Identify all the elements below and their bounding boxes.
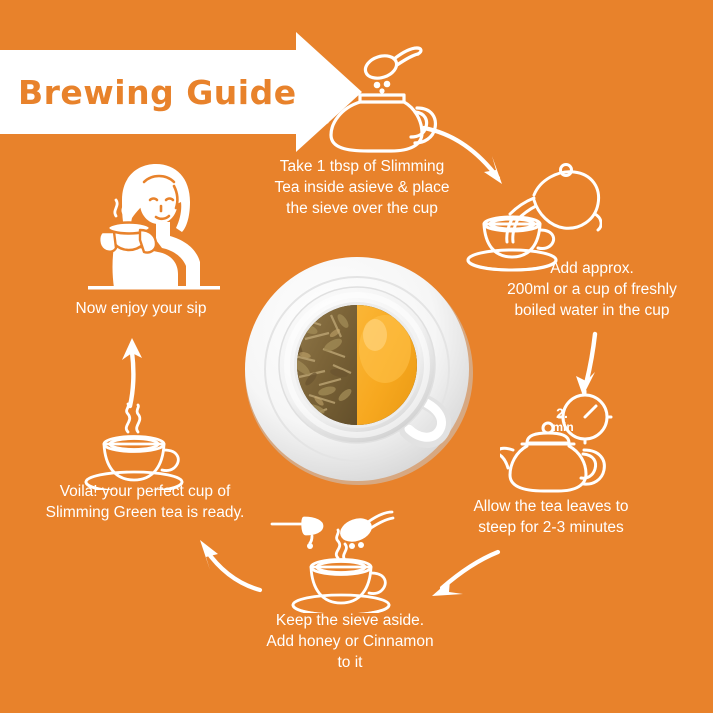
timer-value-line2: min bbox=[552, 420, 573, 434]
teapot-with-spoon-icon bbox=[305, 38, 440, 158]
tea-cup-top-view-photo bbox=[235, 245, 479, 489]
step-2-caption: Add approx. 200ml or a cup of freshly bo… bbox=[507, 260, 677, 319]
woman-drinking-tea-icon bbox=[78, 162, 228, 297]
teapot-pouring-into-cup-icon bbox=[462, 162, 603, 277]
step-1-caption: Take 1 tbsp of Slimming Tea inside asiev… bbox=[274, 158, 450, 217]
step-5-caption: Voila! your perfect cup of Slimming Gree… bbox=[45, 483, 245, 521]
header-banner-arrow-tip bbox=[296, 32, 362, 152]
timer-value-line1: 2. bbox=[556, 405, 568, 421]
curved-arrow-up-left-icon bbox=[172, 532, 264, 609]
step-6-caption: Now enjoy your sip bbox=[75, 300, 207, 317]
step-4-caption: Keep the sieve aside. Add honey or Cinna… bbox=[266, 612, 434, 671]
page-title: Brewing Guide bbox=[18, 72, 297, 112]
curved-arrow-down-icon bbox=[562, 330, 622, 413]
curved-arrow-up-icon bbox=[104, 332, 162, 415]
curved-arrow-left-icon bbox=[408, 546, 503, 621]
steaming-cup-icon bbox=[72, 402, 202, 495]
teapot-with-timer-icon: 2. min bbox=[494, 388, 630, 501]
curved-arrow-down-right-icon bbox=[418, 120, 528, 200]
cup-with-honey-and-cinnamon-icon bbox=[268, 508, 418, 618]
step-3-caption: Allow the tea leaves to steep for 2-3 mi… bbox=[473, 498, 629, 536]
header-banner bbox=[0, 50, 296, 134]
